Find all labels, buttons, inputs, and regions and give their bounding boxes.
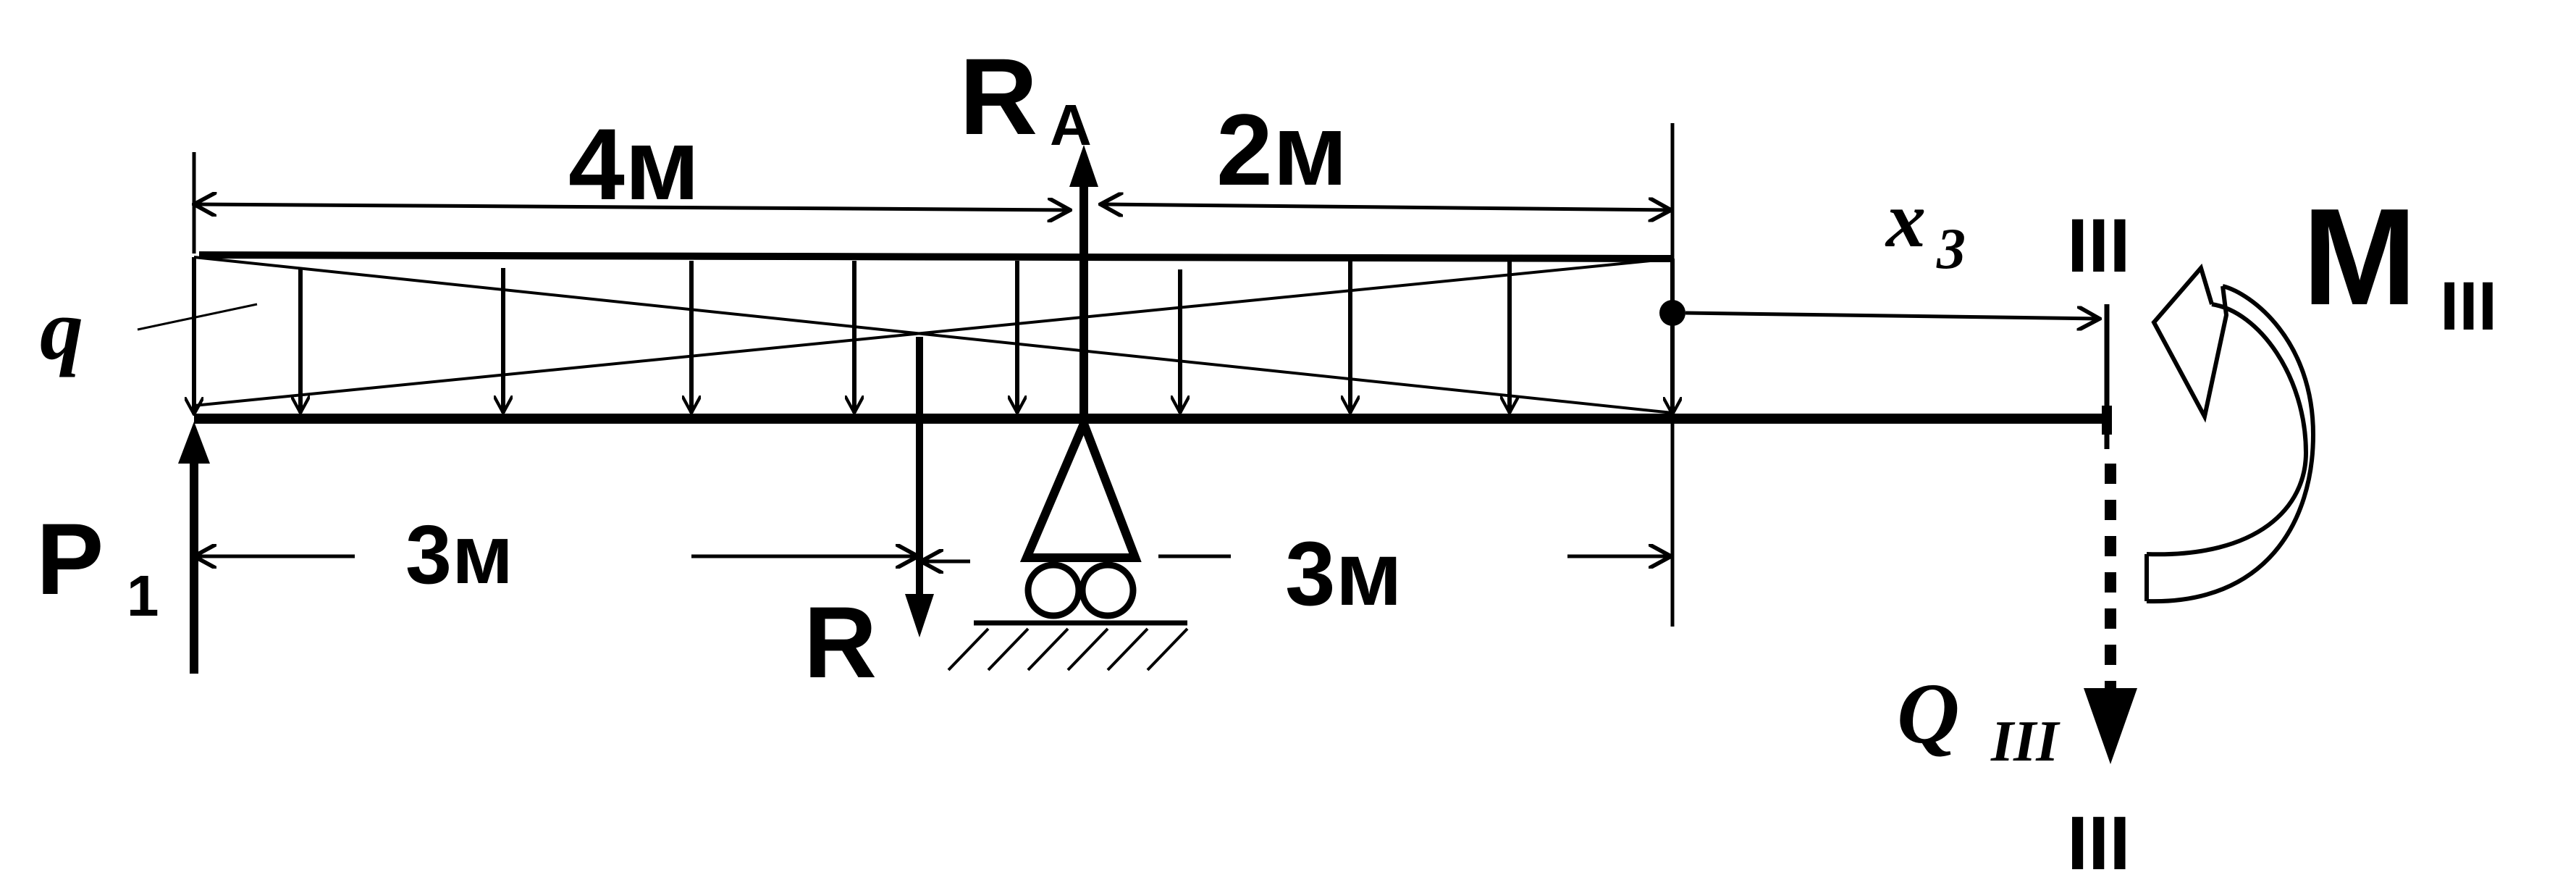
resultant-r-arrow bbox=[905, 337, 934, 637]
bottom-dimension bbox=[194, 556, 1671, 561]
section-bottom-label: III bbox=[2067, 801, 2131, 886]
right-beam-section bbox=[1659, 300, 2107, 423]
svg-text:P: P bbox=[36, 502, 104, 616]
ra-label: R A bbox=[959, 35, 1092, 157]
moment-arrow bbox=[2144, 263, 2316, 604]
moment-label: M III bbox=[2302, 180, 2497, 345]
p1-label: P 1 bbox=[36, 502, 159, 628]
section-line bbox=[2102, 304, 2116, 688]
svg-text:R: R bbox=[959, 35, 1037, 157]
shear-label: Q III bbox=[1897, 665, 2061, 774]
distributed-load bbox=[194, 251, 1672, 414]
shear-q-arrow bbox=[2084, 688, 2137, 764]
q-label: q bbox=[40, 281, 258, 377]
svg-text:x: x bbox=[1885, 175, 1926, 264]
x3-label: x 3 bbox=[1885, 175, 1966, 281]
svg-text:1: 1 bbox=[127, 564, 159, 628]
dim-4m-label: 4м bbox=[568, 107, 699, 221]
dim-2m-label: 2м bbox=[1216, 93, 1347, 206]
dim-3m-left-label: 3м bbox=[405, 508, 513, 601]
svg-text:III: III bbox=[2440, 268, 2497, 345]
svg-text:III: III bbox=[1990, 710, 2061, 774]
svg-text:q: q bbox=[40, 281, 83, 377]
pin-support bbox=[947, 412, 1189, 671]
section-top-label: III bbox=[2067, 204, 2131, 288]
top-dimension bbox=[194, 123, 1675, 627]
reaction-ra-arrow bbox=[1069, 145, 1098, 416]
svg-text:A: A bbox=[1050, 93, 1092, 157]
r-label: R bbox=[804, 585, 877, 699]
force-p1-arrow bbox=[178, 422, 210, 674]
svg-text:M: M bbox=[2302, 180, 2417, 334]
svg-text:Q: Q bbox=[1897, 665, 1960, 761]
svg-text:3: 3 bbox=[1936, 217, 1966, 281]
dim-3m-right-label: 3м bbox=[1285, 524, 1402, 624]
